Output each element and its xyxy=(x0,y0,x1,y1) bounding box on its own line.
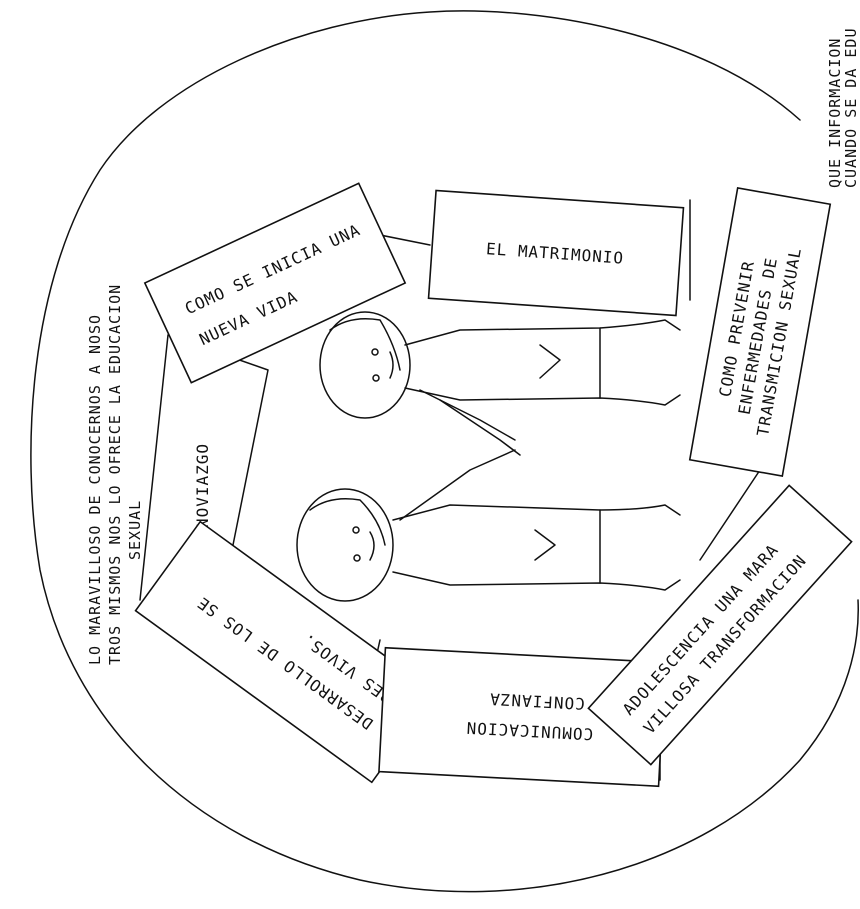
side-heading-line-3: SEXUAL xyxy=(126,500,144,560)
side-heading: LO MARAVILLOSO DE CONOCERNOS A NOSO TROS… xyxy=(86,284,144,665)
corner-heading-line-2: CUANDO SE DA EDU xyxy=(842,28,860,189)
topic-adolescencia: ADOLESCENCIA UNA MARA VILLOSA TRANSFORMA… xyxy=(588,485,851,764)
side-heading-line-1: LO MARAVILLOSO DE CONOCERNOS A NOSO xyxy=(86,314,104,665)
corner-heading: QUE INFORMACION CUANDO SE DA EDU xyxy=(826,28,860,189)
topic-prevenir: COMO PREVENIR ENFERMEDADES DE TRANSMICIO… xyxy=(690,188,830,476)
topic-nueva-vida: COMO SE INICIA UNA NUEVA VIDA xyxy=(145,183,405,382)
topic-matrimonio: EL MATRIMONIO xyxy=(429,190,684,315)
child-figure-lower xyxy=(297,450,680,601)
side-heading-line-2: TROS MISMOS NOS LO OFRECE LA EDUCACION xyxy=(106,284,124,665)
topic-noviazgo: NOVIAZGO xyxy=(193,443,212,528)
child-figure-upper xyxy=(320,312,680,455)
children-illustration xyxy=(297,312,680,601)
topic-noviazgo-label: NOVIAZGO xyxy=(193,443,212,528)
